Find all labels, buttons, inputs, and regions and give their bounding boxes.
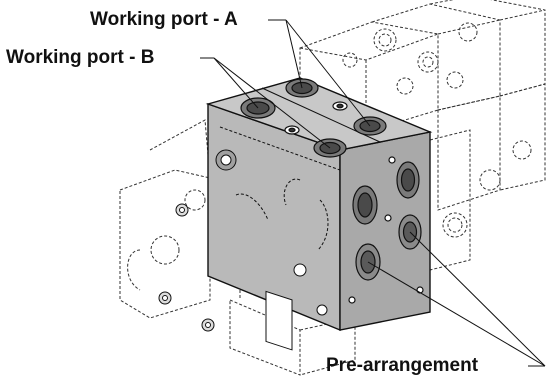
- valve-section: [205, 77, 433, 332]
- pre-arrangement-port-icon: [396, 161, 420, 199]
- working-port-a-label: Working port - A: [90, 9, 238, 30]
- working-port-b-label: Working port - B: [6, 47, 155, 68]
- pre-arrangement-ports: [348, 156, 424, 304]
- left-face-details: [215, 149, 329, 351]
- leader-lines: [200, 19, 546, 367]
- bolts: [158, 203, 215, 332]
- pre-arrangement-label: Pre-arrangement: [326, 355, 479, 376]
- ghost-sections: [119, 0, 546, 376]
- pre-arrangement-port-icon: [352, 185, 378, 225]
